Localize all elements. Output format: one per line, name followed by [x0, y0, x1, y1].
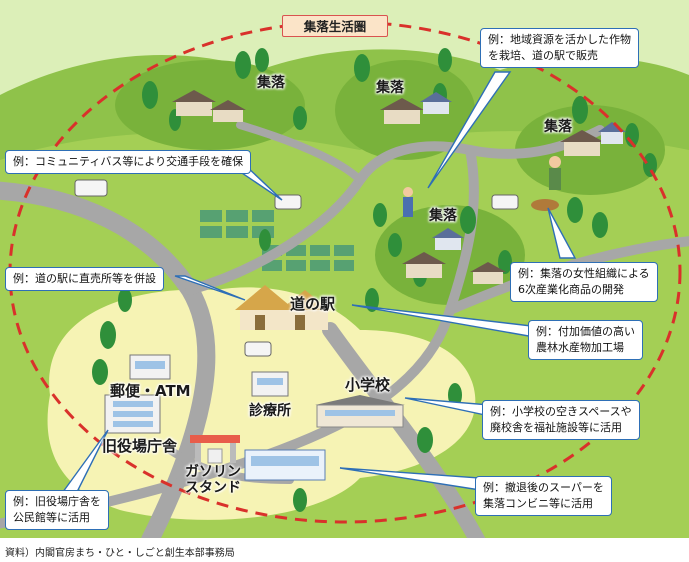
callout-school-reuse-line1: 例：小学校の空きスペースや — [490, 404, 632, 420]
source-note: 資料）内閣官房まち・ひと・しごと創生本部事務局 — [5, 544, 235, 559]
supermarket-building — [245, 450, 325, 480]
settlement-label-1: 集落 — [257, 72, 285, 92]
callout-crops: 例：地域資源を活かした作物 を栽培、道の駅で販売 — [480, 28, 639, 68]
old-office-label: 旧役場庁舎 — [102, 435, 177, 456]
callout-old-office-reuse: 例：旧役場庁舎を 公民館等に活用 — [5, 490, 109, 530]
callout-direct-sales: 例：道の駅に直売所等を併設 — [5, 267, 164, 291]
title-label: 集落生活圏 — [282, 15, 388, 37]
gas-station-label-line2: スタンド — [185, 480, 241, 496]
callout-processing-line2: 農林水産物加工場 — [536, 340, 635, 356]
gas-station-label: ガソリン スタンド — [185, 464, 241, 496]
callout-school-reuse: 例：小学校の空きスペースや 廃校舎を福祉施設等に活用 — [482, 400, 640, 440]
callout-old-office-reuse-line1: 例：旧役場庁舎を — [13, 494, 101, 510]
callout-crops-line1: 例：地域資源を活かした作物 — [488, 32, 631, 48]
callout-supermarket-line1: 例：撤退後のスーパーを — [483, 480, 604, 496]
callout-supermarket: 例：撤退後のスーパーを 集落コンビニ等に活用 — [475, 476, 612, 516]
school-label: 小学校 — [345, 374, 390, 395]
callout-school-reuse-line2: 廃校舎を福祉施設等に活用 — [490, 420, 632, 436]
callout-processing: 例：付加価値の高い 農林水産物加工場 — [528, 320, 643, 360]
callout-women-line2: 6次産業化商品の開発 — [518, 282, 650, 298]
callout-women: 例：集落の女性組織による 6次産業化商品の開発 — [510, 262, 658, 302]
clinic-building — [252, 372, 288, 396]
settlement-label-3: 集落 — [544, 116, 572, 136]
callout-supermarket-line2: 集落コンビニ等に活用 — [483, 496, 604, 512]
callout-bus-line1: 例：コミュニティバス等により交通手段を確保 — [13, 154, 243, 170]
callout-bus: 例：コミュニティバス等により交通手段を確保 — [5, 150, 251, 174]
gas-station-building — [190, 435, 240, 463]
callout-processing-line1: 例：付加価値の高い — [536, 324, 635, 340]
callout-women-line1: 例：集落の女性組織による — [518, 266, 650, 282]
settlement-label-4: 集落 — [429, 205, 457, 225]
gas-station-label-line1: ガソリン — [185, 464, 241, 480]
michinoeki-label: 道の駅 — [290, 293, 335, 314]
callout-direct-sales-line1: 例：道の駅に直売所等を併設 — [13, 271, 156, 287]
callout-crops-line2: を栽培、道の駅で販売 — [488, 48, 631, 64]
clinic-label: 診療所 — [249, 400, 291, 420]
post-atm-label: 郵便・ATM — [110, 380, 191, 401]
callout-old-office-reuse-line2: 公民館等に活用 — [13, 510, 101, 526]
post-office-building — [130, 355, 170, 379]
settlement-label-2: 集落 — [376, 77, 404, 97]
